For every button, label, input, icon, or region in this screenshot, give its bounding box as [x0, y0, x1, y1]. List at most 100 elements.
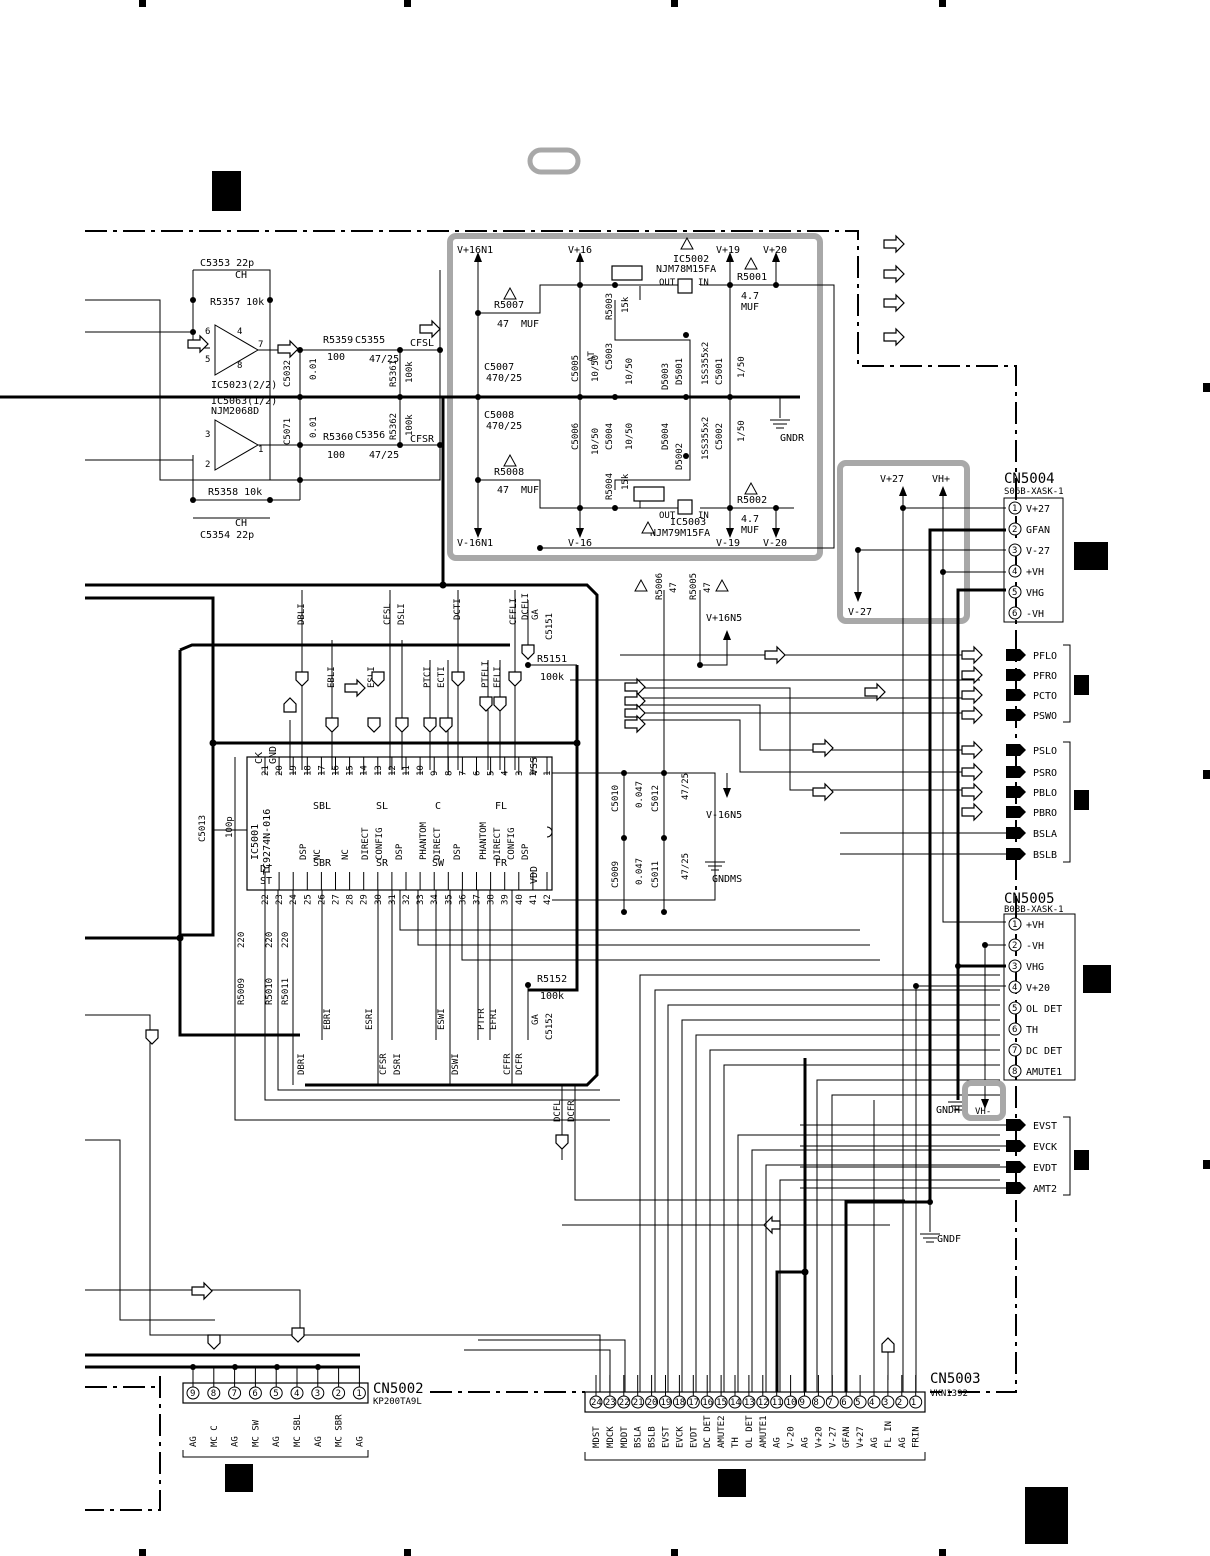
r5009-value: 220 — [237, 932, 247, 948]
ic5001-column-label: CONFIG — [375, 827, 385, 860]
v27-minus-label: V-27 — [848, 607, 872, 618]
cn5005-pin-circle — [1008, 1064, 1022, 1078]
output-signal-label: BSLB — [1033, 850, 1057, 861]
ic5001-bottom-signal: DSRI — [393, 1053, 403, 1075]
cn5005-pin-label: -VH — [1026, 941, 1044, 952]
cn5004-pin-circle — [1008, 501, 1022, 515]
ic5001-bottom-pin-number: 36 — [458, 894, 468, 905]
group-fr: FR — [495, 858, 508, 869]
output-arrow-icon — [1006, 1161, 1026, 1173]
r5152-ref: R5152 — [537, 974, 567, 985]
output-signal-label: AMT2 — [1033, 1184, 1057, 1195]
r5357-label: R5357 10k — [210, 297, 264, 308]
cn5002-pin-number: 4 — [294, 1389, 299, 1399]
c5005-value: 10/50 — [591, 355, 601, 382]
cn5003-pin-number: 13 — [744, 1398, 755, 1408]
c5004-value: 10/50 — [625, 423, 635, 450]
output-arrow-icon — [1006, 689, 1026, 701]
r5358-label: R5358 10k — [208, 487, 262, 498]
ic5001-bottom-pin-number: 39 — [501, 894, 511, 905]
cn5003-pin-circle — [631, 1395, 645, 1409]
r5361-ref: R5361 — [389, 360, 399, 387]
cn5005-pin-label: DC DET — [1026, 1046, 1062, 1057]
ic5003-in: IN — [698, 511, 709, 521]
output-signal-label: EVST — [1033, 1121, 1057, 1132]
cn5004-pin-circle — [1008, 606, 1022, 620]
opamp-block: C5353 22p CH R5357 10k IC5023(2/2) IC506… — [85, 258, 443, 541]
cn5005-pin-circle — [1008, 917, 1022, 931]
cn5005-pin-label: V+20 — [1026, 983, 1050, 994]
ic5001-top-pin-number: 18 — [303, 765, 313, 776]
cn5004-pin-label: +VH — [1026, 567, 1044, 578]
ic5001-column-label: NC — [341, 849, 351, 860]
r5001-value: 4.7 — [741, 291, 759, 302]
cn5005-part: B08B-XASK-1 — [1004, 905, 1064, 915]
ch-label-top: CH — [235, 270, 247, 281]
cn5003-pin-label: EVCK — [675, 1426, 685, 1448]
cn5002-pin-label: AG — [355, 1436, 365, 1447]
cn5003-pin-number: 14 — [730, 1398, 741, 1408]
r5151-value: 100k — [540, 672, 564, 683]
hollow-arrow-icon — [961, 740, 983, 760]
opamp-pin-3: 3 — [205, 430, 210, 440]
ic5001-bottom-pin-number: 38 — [487, 894, 497, 905]
ic5001-vdd: VDD — [529, 866, 540, 884]
harness-wires: GNDF GNDH VH- — [85, 505, 1006, 1392]
hollow-arrow-icon — [961, 685, 983, 705]
cn5003-pin-label: V+27 — [856, 1426, 866, 1448]
cn5003-pin-circle — [867, 1395, 881, 1409]
cn5003-pin-label: TH — [731, 1437, 741, 1448]
ic5001-top-signal: CFFLI — [509, 598, 519, 625]
cn5003-pin-circle — [742, 1395, 756, 1409]
cn5004-pin-label: VHG — [1026, 588, 1044, 599]
c5152-ref: C5152 — [545, 1013, 555, 1040]
cn5003-pin-label: BSLA — [634, 1426, 644, 1448]
c5005-at: AT — [587, 351, 597, 362]
ic5001-top-pin-number: 20 — [275, 765, 285, 776]
output-signal-label: BSLA — [1033, 829, 1057, 840]
hollow-arrow-icon — [961, 645, 983, 665]
ic5001-top-signal: DCFLI — [521, 593, 531, 620]
ic5001-bottom-signal: CFFR — [503, 1053, 513, 1075]
cn5003-pin-label: FRIN — [912, 1426, 922, 1448]
hollow-arrow-icon — [961, 762, 983, 782]
c5012-value: 47/25 — [681, 773, 691, 800]
ic5001-bottom-pin-number: 24 — [289, 894, 299, 905]
opamp-pin-6: 6 — [205, 327, 210, 337]
output-arrow-icon — [1006, 1182, 1026, 1194]
vh-minus-label: VH- — [975, 1107, 991, 1117]
ic5001-top-pin-number: 2 — [529, 771, 539, 776]
cn5003-pin-circle — [811, 1395, 825, 1409]
c5353-label: C5353 22p — [200, 258, 254, 269]
cn5004-pin-label: V+27 — [1026, 504, 1050, 515]
cn5003-pin-circle — [825, 1395, 839, 1409]
opamp-pin-8: 8 — [237, 361, 242, 371]
cn5003-pin-label: V+20 — [814, 1426, 824, 1448]
ic5001-bottom-signal: DBRI — [297, 1053, 307, 1075]
ic5001-bottom-signal: EBRI — [323, 1008, 333, 1030]
ic5023-label: IC5023(2/2) — [211, 380, 277, 391]
cn5002-pin-number: 6 — [252, 1389, 257, 1399]
cn5004-pin-number: 4 — [1012, 567, 1017, 577]
cn5003-pin-label: AG — [898, 1437, 908, 1448]
output-arrow-icon — [1006, 669, 1026, 681]
cn5003-pin-circle — [784, 1395, 798, 1409]
group-sl: SL — [376, 801, 388, 812]
cn5002-pin-label: MC C — [210, 1425, 220, 1447]
ic5001-bottom-pin-number: 34 — [430, 894, 440, 905]
ic5001-bottom-signal: DCFR — [515, 1053, 525, 1075]
output-arrow-icon — [1006, 766, 1026, 778]
ic5001-bottom-pin-number: 33 — [416, 894, 426, 905]
hollow-arrow-icon — [961, 782, 983, 802]
gndf-label: GNDF — [937, 1234, 961, 1245]
rail-vm19-label: V-19 — [716, 538, 740, 549]
r5008-value: 47 — [497, 485, 509, 496]
cn5005-pin-circle — [1008, 1022, 1022, 1036]
c5008-value: 470/25 — [486, 421, 522, 432]
cn5003-pin-label: V-20 — [787, 1426, 797, 1448]
cn5002-pin-circle — [248, 1386, 262, 1400]
r5008-ref: R5008 — [494, 467, 524, 478]
ic5001-bottom-signal: DSWI — [451, 1053, 461, 1075]
cn5003-pin-number: 5 — [855, 1398, 860, 1408]
